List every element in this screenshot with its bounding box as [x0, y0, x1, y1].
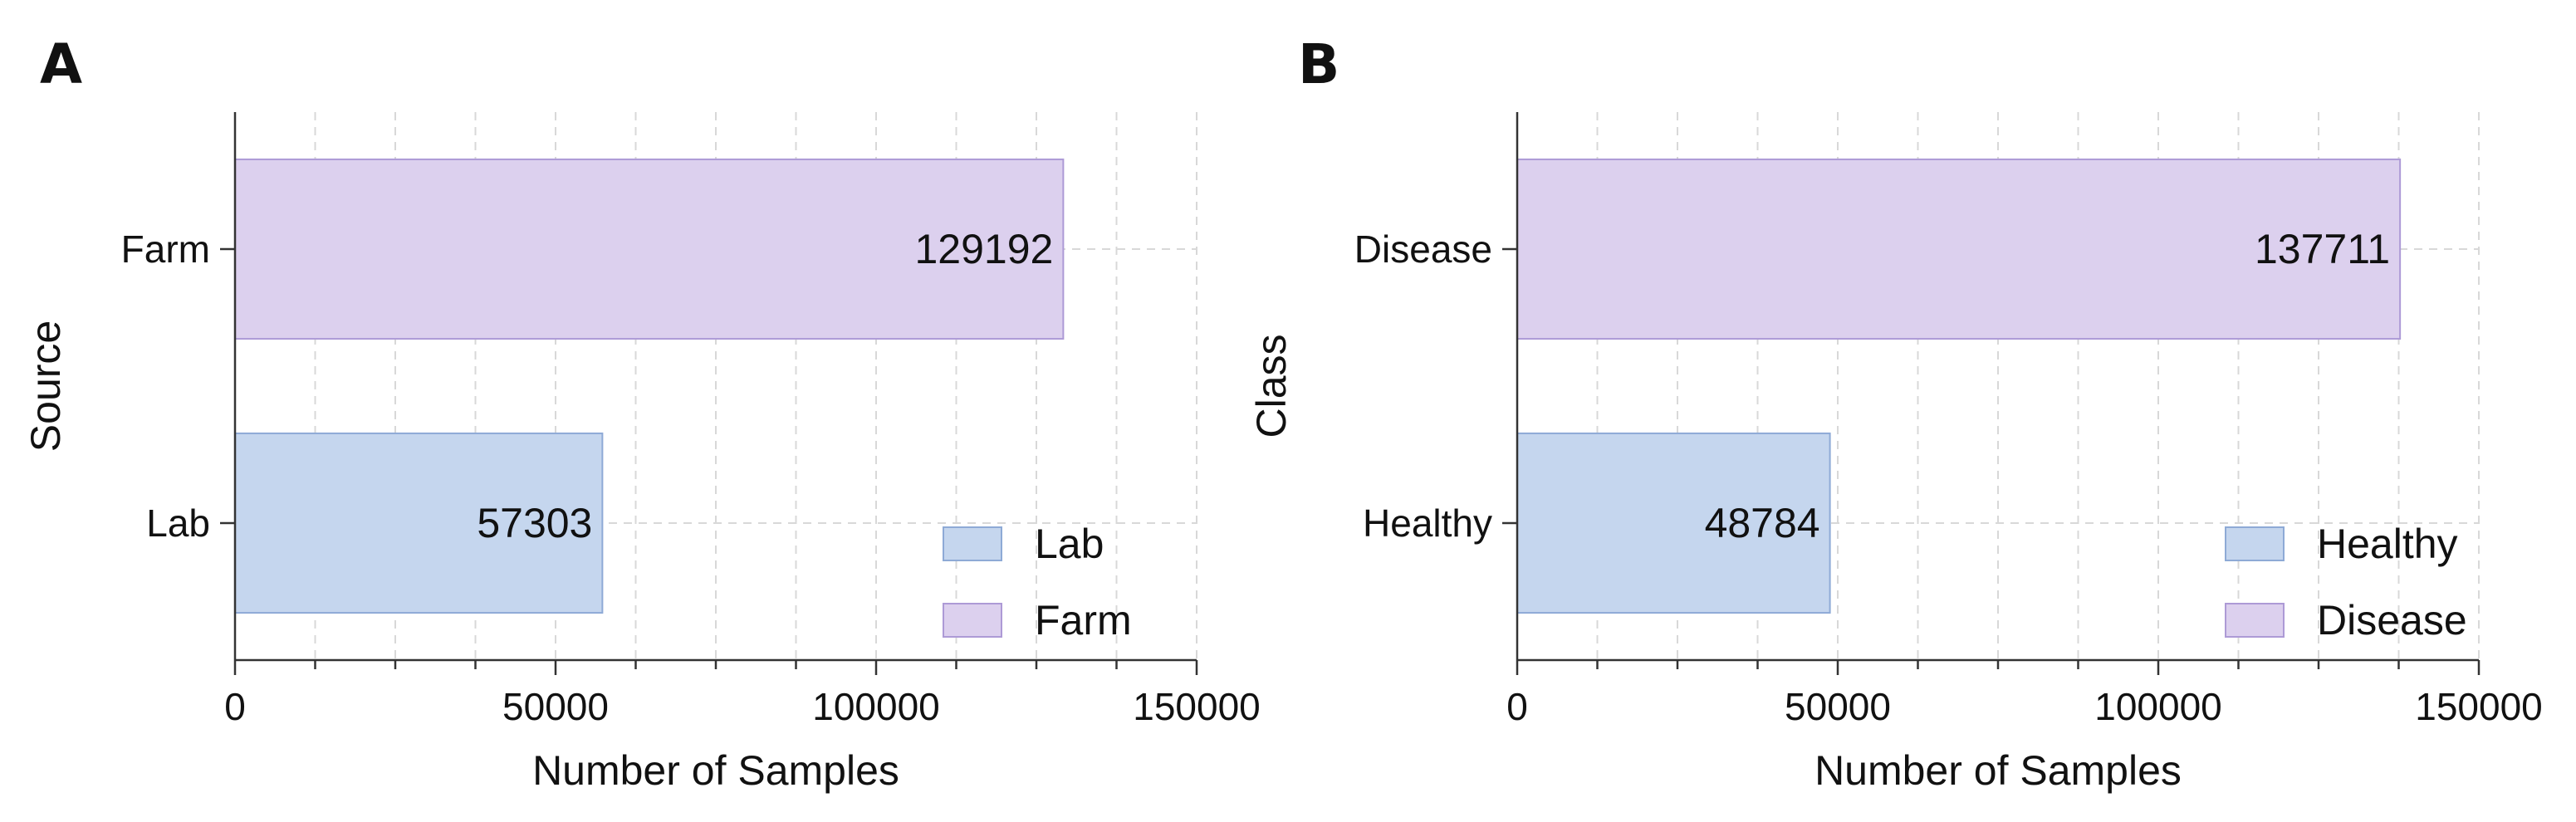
bar-disease [1516, 158, 2402, 340]
x-tick-label: 100000 [2094, 685, 2222, 728]
panel-letter: A [40, 32, 82, 96]
x-tick-label: 0 [224, 685, 246, 728]
y-axis-title: Class [1248, 334, 1295, 438]
x-tick-label: 50000 [1785, 685, 1891, 728]
x-tick-label: 150000 [1133, 685, 1261, 728]
x-axis-title: Number of Samples [532, 747, 899, 794]
x-tick-label: 0 [1506, 685, 1528, 728]
legend-label-farm: Farm [1035, 597, 1132, 643]
x-axis-title: Number of Samples [1814, 747, 2182, 794]
x-tick-label: 150000 [2415, 685, 2543, 728]
y-tick-label: Disease [1354, 228, 1492, 271]
y-tick-label: Healthy [1363, 502, 1492, 545]
bar-lab [234, 432, 604, 614]
data-label-farm: 129192 [915, 226, 1054, 272]
legend-label-lab: Lab [1035, 521, 1104, 567]
legend-swatch-healthy [2225, 526, 2285, 561]
y-axis-title: Source [22, 320, 69, 452]
data-label-healthy: 48784 [1705, 500, 1820, 546]
x-tick-label: 100000 [812, 685, 940, 728]
legend-swatch-farm [943, 603, 1002, 638]
bar-farm [234, 158, 1065, 340]
y-tick-label: Lab [146, 502, 210, 545]
legend-label-healthy: Healthy [2317, 521, 2458, 567]
data-label-disease: 137711 [2255, 226, 2390, 272]
x-tick-label: 50000 [502, 685, 609, 728]
panel-letter: B [1298, 32, 1339, 96]
legend-swatch-lab [943, 526, 1002, 561]
data-label-lab: 57303 [477, 500, 592, 546]
y-tick-label: Farm [121, 228, 210, 271]
legend-swatch-disease [2225, 603, 2285, 638]
legend-label-disease: Disease [2317, 597, 2467, 643]
